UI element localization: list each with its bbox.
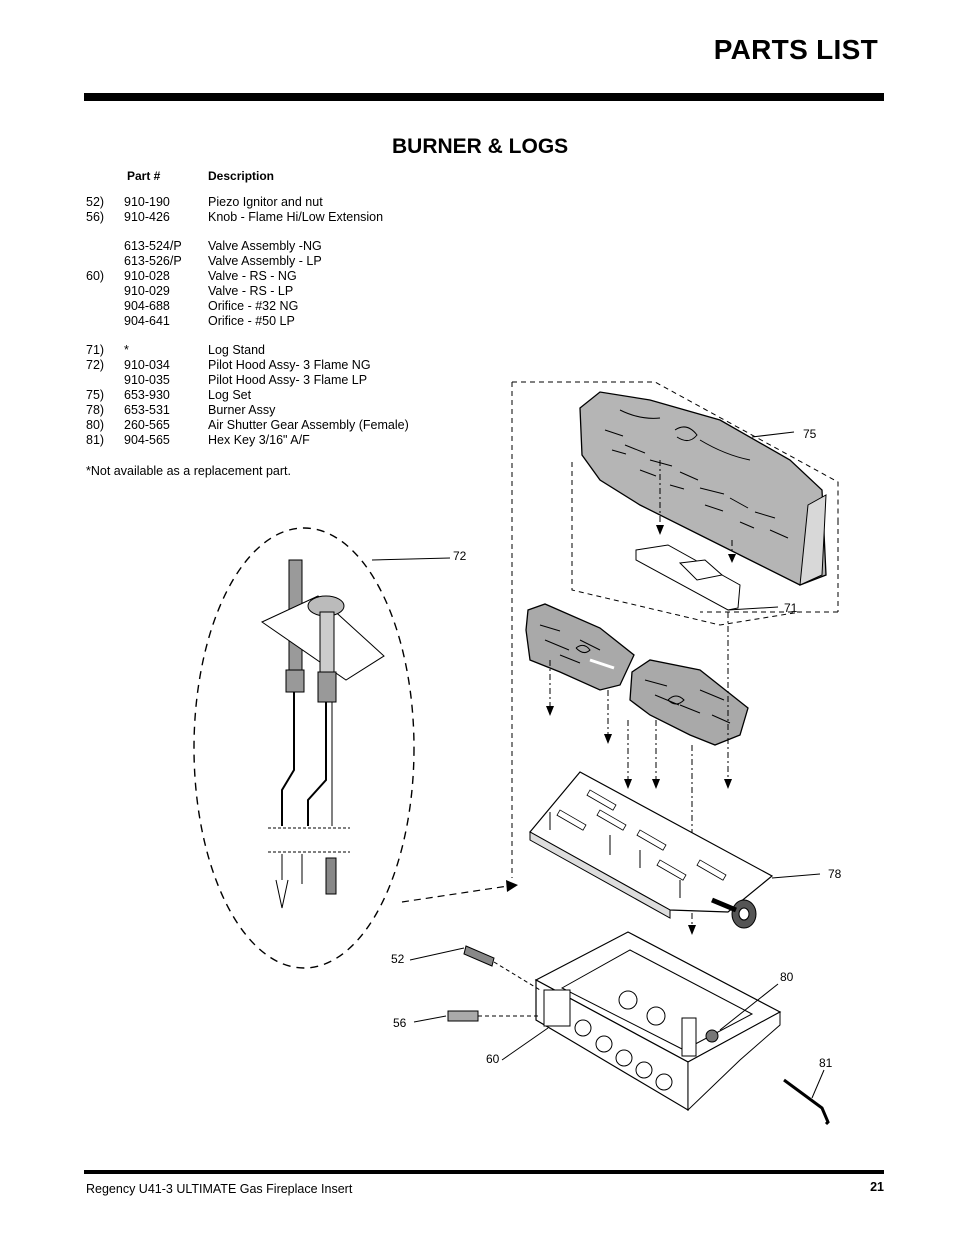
footer-document-title: Regency U41-3 ULTIMATE Gas Fireplace Ins… [86,1182,353,1196]
section-title: BURNER & LOGS [392,135,569,158]
description-header: Description [208,169,275,183]
pilot-hood-detail [193,527,415,969]
piezo-ignitor [463,945,541,991]
hex-key [783,1078,830,1126]
callout-80: 80 [780,970,794,984]
part-number-header: Part # [127,169,161,183]
callout-60: 60 [486,1052,500,1066]
page-title: PARTS LIST [713,34,878,65]
knob-extension [447,1010,540,1022]
burner-assembly [529,771,774,929]
footer-rule [84,1170,884,1174]
callout-81: 81 [819,1056,833,1070]
left-log [525,603,635,691]
callout-71: 71 [784,601,798,615]
right-log [629,659,749,746]
top-log [579,391,827,586]
callout-52: 52 [391,952,405,966]
callout-72: 72 [453,549,467,563]
page-number: 21 [870,1180,884,1194]
footnote: *Not available as a replacement part. [86,464,291,478]
callout-75: 75 [803,427,817,441]
log-set-outline [512,381,839,520]
callout-56: 56 [393,1016,407,1030]
header-rule [84,93,884,101]
firebox-pan [534,931,782,1112]
callout-78: 78 [828,867,842,881]
